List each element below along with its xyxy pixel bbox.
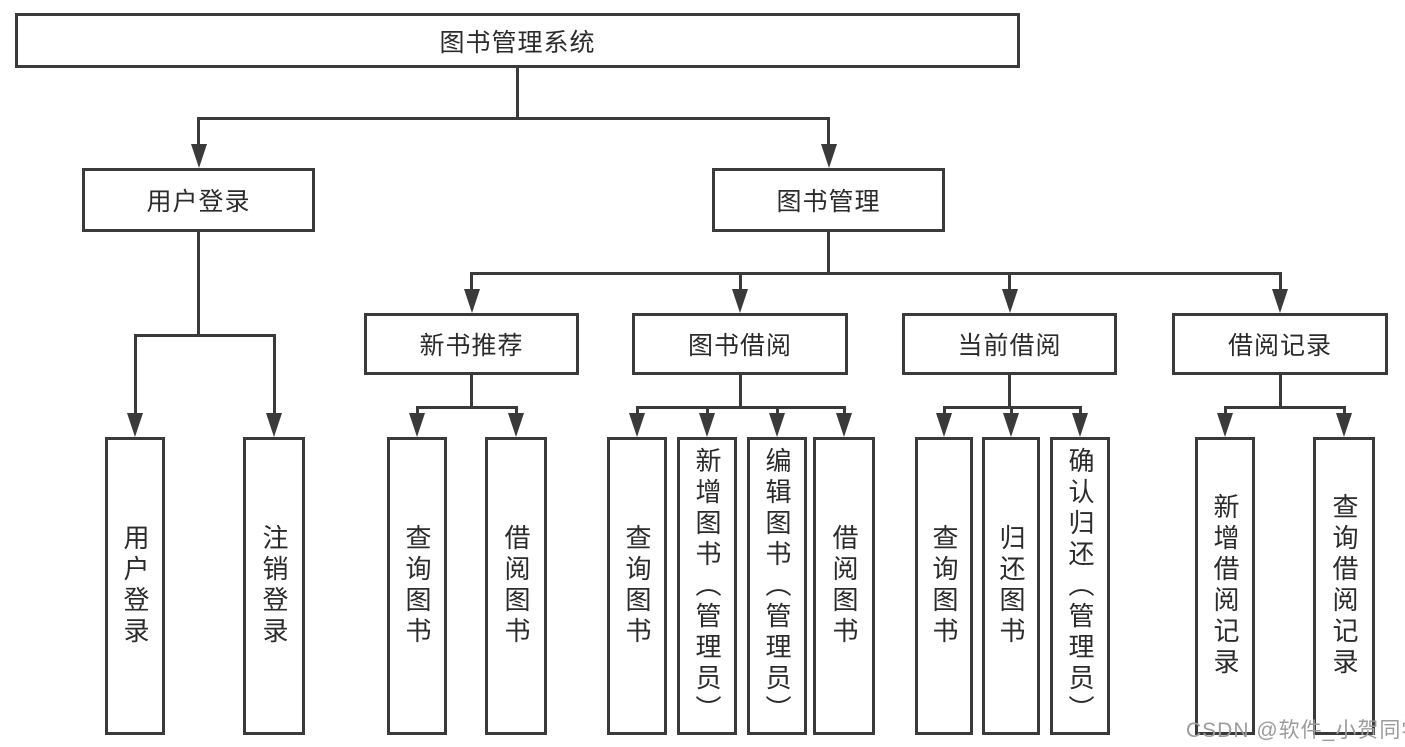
node-leaf-borrow-books-rec: 借阅图书 xyxy=(485,437,547,735)
connector-user-login-arrowhead-0 xyxy=(127,413,143,437)
node-book-borrowing: 图书借阅 xyxy=(632,313,848,375)
connector-borrowing-records-bar xyxy=(1223,405,1346,409)
connector-book-management-branch-1 xyxy=(738,273,742,297)
node-leaf-confirm-return-label: 确认归还（管理员） xyxy=(1065,446,1095,726)
connector-book-management-arrowhead-1 xyxy=(732,289,748,313)
connector-root-bar xyxy=(197,116,830,120)
node-leaf-return-books: 归还图书 xyxy=(982,437,1040,735)
watermark-text: CSDN @软件_小贺同学 xyxy=(1186,719,1405,742)
connector-book-management-arrowhead-3 xyxy=(1272,289,1288,313)
node-leaf-logout-label: 注销登录 xyxy=(259,524,289,648)
node-leaf-query-books-cur: 查询图书 xyxy=(915,437,973,735)
node-root: 图书管理系统 xyxy=(15,13,1020,68)
connector-user-login-stem xyxy=(197,232,200,337)
node-leaf-return-books-label: 归还图书 xyxy=(996,524,1026,648)
connector-new-book-recommend-bar xyxy=(415,405,518,409)
node-leaf-user-login: 用户登录 xyxy=(105,437,165,735)
node-leaf-logout: 注销登录 xyxy=(243,437,305,735)
node-leaf-query-books-borrow-label: 查询图书 xyxy=(622,524,652,648)
connector-book-management-arrowhead-2 xyxy=(1001,289,1018,313)
connector-book-borrowing-arrowhead-2 xyxy=(769,413,785,437)
connector-borrowing-records-arrowhead-0 xyxy=(1217,413,1233,437)
node-current-borrowing-label: 当前借阅 xyxy=(957,332,1062,360)
node-leaf-confirm-return: 确认归还（管理员） xyxy=(1050,437,1110,735)
connector-new-book-recommend-arrowhead-1 xyxy=(508,413,524,437)
node-root-label: 图书管理系统 xyxy=(439,28,596,57)
connector-root-branch-1 xyxy=(827,118,830,152)
connector-root-branch-0 xyxy=(197,118,200,152)
connector-user-login-arrowhead-1 xyxy=(266,413,282,437)
connector-current-borrowing-arrowhead-0 xyxy=(936,413,952,437)
node-leaf-edit-books-label: 编辑图书（管理员） xyxy=(762,446,792,726)
connector-user-login-branch-0 xyxy=(133,335,137,421)
node-leaf-add-borrow-record: 新增借阅记录 xyxy=(1195,437,1255,735)
connector-book-management-stem xyxy=(827,232,830,275)
node-borrowing-records-label: 借阅记录 xyxy=(1227,332,1332,360)
connector-book-borrowing-arrowhead-0 xyxy=(629,413,645,437)
node-leaf-add-books-label: 新增图书（管理员） xyxy=(692,446,722,726)
node-leaf-add-borrow-record-label: 新增借阅记录 xyxy=(1210,493,1240,679)
connector-book-borrowing-arrowhead-1 xyxy=(699,413,715,437)
node-user-login-label: 用户登录 xyxy=(146,188,251,216)
node-leaf-edit-books: 编辑图书（管理员） xyxy=(747,437,807,735)
node-leaf-query-books-rec: 查询图书 xyxy=(387,437,447,735)
connector-book-borrowing-stem xyxy=(738,375,742,409)
connector-root-arrowhead-0 xyxy=(190,144,207,168)
connector-root-arrowhead-1 xyxy=(820,144,837,168)
connector-book-borrowing-arrowhead-3 xyxy=(836,413,852,437)
node-current-borrowing: 当前借阅 xyxy=(902,313,1117,375)
node-new-book-recommend: 新书推荐 xyxy=(364,313,579,375)
connector-book-management-branch-3 xyxy=(1278,273,1282,297)
node-leaf-borrow-books-2: 借阅图书 xyxy=(813,437,875,735)
connector-current-borrowing-stem xyxy=(1008,375,1011,409)
connector-root-stem xyxy=(516,68,519,120)
node-book-management: 图书管理 xyxy=(712,168,945,232)
node-book-borrowing-label: 图书借阅 xyxy=(687,332,792,360)
node-leaf-query-books-cur-label: 查询图书 xyxy=(929,524,959,648)
connector-borrowing-records-stem xyxy=(1278,375,1282,409)
connector-borrowing-records-arrowhead-1 xyxy=(1336,413,1352,437)
node-leaf-borrow-books-rec-label: 借阅图书 xyxy=(501,524,531,648)
connector-book-borrowing-bar xyxy=(635,405,846,409)
connector-book-management-arrowhead-0 xyxy=(463,289,480,313)
node-leaf-query-books-rec-label: 查询图书 xyxy=(402,524,432,648)
node-user-login: 用户登录 xyxy=(82,168,315,232)
connector-current-borrowing-arrowhead-1 xyxy=(1003,413,1019,437)
connector-new-book-recommend-arrowhead-0 xyxy=(409,413,425,437)
connector-new-book-recommend-stem xyxy=(470,375,473,409)
node-book-management-label: 图书管理 xyxy=(776,188,881,216)
node-leaf-query-books-borrow: 查询图书 xyxy=(607,437,667,735)
node-new-book-recommend-label: 新书推荐 xyxy=(419,332,524,360)
node-leaf-add-books: 新增图书（管理员） xyxy=(677,437,737,735)
connector-book-management-bar xyxy=(470,271,1282,275)
connector-book-management-branch-0 xyxy=(470,273,473,297)
node-leaf-borrow-books-2-label: 借阅图书 xyxy=(829,524,859,648)
connector-user-login-bar xyxy=(133,333,276,337)
connector-book-management-branch-2 xyxy=(1008,273,1011,297)
node-leaf-user-login-label: 用户登录 xyxy=(120,524,150,648)
node-leaf-query-borrow-record: 查询借阅记录 xyxy=(1313,437,1375,735)
connector-user-login-branch-1 xyxy=(272,335,276,421)
node-leaf-query-borrow-record-label: 查询借阅记录 xyxy=(1329,493,1359,679)
connector-current-borrowing-arrowhead-2 xyxy=(1072,413,1088,437)
node-borrowing-records: 借阅记录 xyxy=(1172,313,1388,375)
